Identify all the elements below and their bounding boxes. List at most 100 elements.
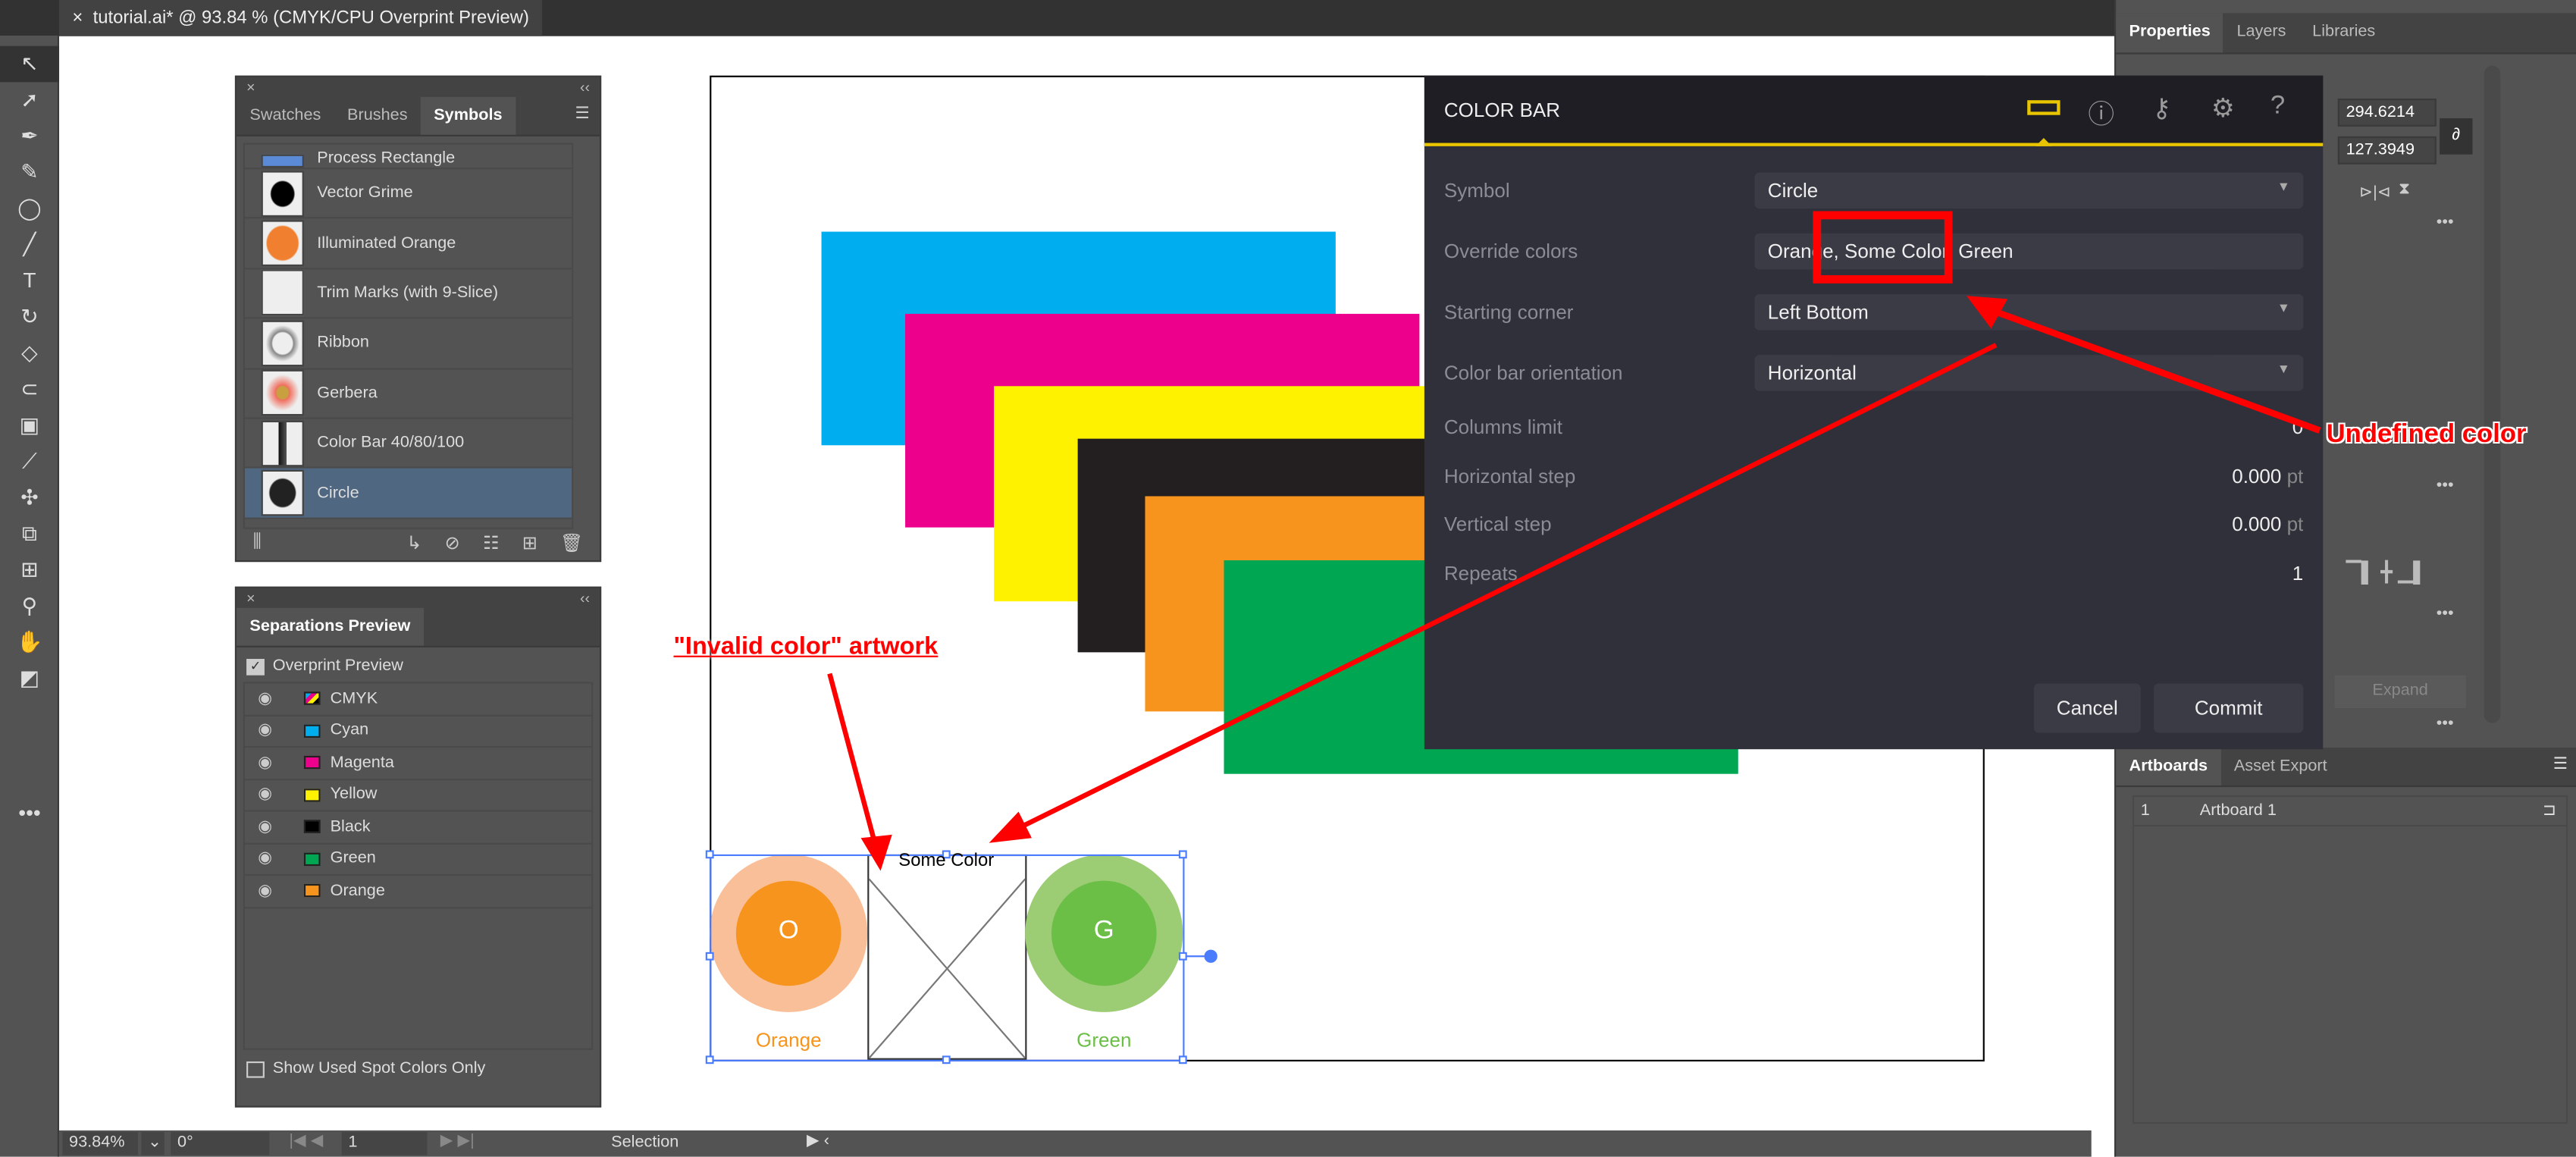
tab-properties[interactable]: Properties [2116,13,2224,53]
list-item[interactable]: Process Rectangle [244,145,572,170]
columns-limit-value[interactable]: 0 [2292,415,2304,439]
break-link-icon[interactable]: ⊘ [444,534,460,554]
status-menu-icon[interactable]: ▶ ‹ [807,1132,829,1150]
commit-button[interactable]: Commit [2154,683,2304,733]
eye-icon[interactable]: ◉ [258,689,273,708]
artboard-tool-icon[interactable]: ⊞ [20,557,39,582]
checkbox-checked-icon[interactable]: ✓ [246,657,265,675]
place-symbol-icon[interactable]: ↳ [406,534,422,554]
list-item[interactable]: Vector Grime [244,169,572,220]
color-bar-tab-icon[interactable] [2027,100,2060,115]
close-icon[interactable]: × [246,589,255,607]
list-item[interactable]: Trim Marks (with 9-Slice) [244,269,572,319]
panel-menu-icon[interactable]: ☰ [2552,755,2568,774]
new-symbol-icon[interactable]: ⊞ [522,534,537,554]
eyedropper-tool-icon[interactable]: ⟋ [22,448,37,474]
hand-tool-icon[interactable]: ✋ [16,629,43,654]
tab-swatches[interactable]: Swatches [249,106,321,125]
symbol-options-icon[interactable]: ☷ [482,534,500,554]
delete-icon[interactable]: 🗑 [560,534,584,554]
eye-icon[interactable]: ◉ [258,882,273,901]
flip-horizontal-icon[interactable]: ⊳|⊲ [2358,183,2391,202]
tab-libraries[interactable]: Libraries [2312,23,2376,42]
expand-button[interactable]: Expand [2334,675,2466,709]
more-options-icon[interactable]: ••• [2436,714,2454,733]
scrollbar[interactable] [2484,65,2501,723]
type-tool-icon[interactable]: T [23,268,36,293]
checkbox-unchecked-icon[interactable] [246,1060,265,1077]
list-item[interactable]: Illuminated Orange [244,219,572,269]
pen-tool-icon[interactable]: ✒ [20,123,39,149]
rotation-select[interactable]: 0° [171,1132,270,1155]
list-item-selected[interactable]: Circle [244,469,572,519]
eye-icon[interactable]: ◉ [258,754,273,772]
eye-icon[interactable]: ◉ [258,849,273,868]
panel-menu-icon[interactable]: ☰ [575,105,590,124]
constrain-link-icon[interactable]: ∂ [2440,118,2473,155]
artboard-number-select[interactable]: 1 [341,1132,428,1155]
tab-separations-preview[interactable]: Separations Preview [237,607,424,646]
separation-row-black[interactable]: ◉Black [244,812,592,844]
separation-row-orange[interactable]: ◉Orange [244,876,592,908]
info-icon[interactable]: ⓘ [2088,102,2115,130]
direct-selection-tool-icon[interactable]: ➚ [20,86,39,112]
eye-icon[interactable]: ◉ [258,721,273,740]
tab-layers[interactable]: Layers [2236,23,2286,42]
separation-row-yellow[interactable]: ◉Yellow [244,779,592,812]
shape-builder-icon[interactable]: ⧉ [21,520,38,546]
gradient-tool-icon[interactable]: ▣ [19,412,40,437]
more-options-icon[interactable]: ••• [2436,476,2454,495]
zoom-select[interactable]: 93.84% [62,1132,139,1155]
gear-icon[interactable]: ⚙ [2211,95,2236,124]
separation-row-magenta[interactable]: ◉Magenta [244,748,592,780]
overprint-preview-checkbox[interactable]: ✓ Overprint Preview [237,647,600,682]
lasso-tool-icon[interactable]: ⊂ [20,376,39,401]
list-item[interactable]: Color Bar 40/80/100 [244,419,572,469]
align-icons[interactable]: ▔▌ ╋ ▁▌ [2346,560,2427,584]
rotation-handle[interactable] [1204,949,1217,963]
close-icon[interactable]: × [72,8,83,28]
first-prev-artboard-icons[interactable]: |◀ ◀ [289,1132,324,1150]
list-item[interactable]: Gerbera [244,369,572,419]
eye-icon[interactable]: ◉ [258,817,273,836]
tab-asset-export[interactable]: Asset Export [2233,757,2327,776]
more-options-icon[interactable]: ••• [2436,213,2454,232]
horizontal-step-value[interactable]: 0.000 pt [2232,465,2304,488]
rotate-tool-icon[interactable]: ↻ [20,303,39,329]
collapse-icon[interactable]: ‹‹ [579,589,590,607]
zoom-tool-icon[interactable]: ⚲ [21,593,38,618]
tab-artboards[interactable]: Artboards [2116,748,2221,785]
symbol-select[interactable]: Circle▼ [1754,172,2304,209]
tab-brushes[interactable]: Brushes [347,106,408,125]
more-tools-icon[interactable]: ••• [18,800,41,825]
show-used-spot-colors-checkbox[interactable]: Show Used Spot Colors Only [237,1050,600,1088]
symbol-libraries-icon[interactable]: ⫼ [252,532,262,553]
close-icon[interactable]: × [246,79,255,96]
selection-tool-icon[interactable]: ↖ [0,45,60,83]
orientation-select[interactable]: Horizontal▼ [1754,355,2304,391]
starting-corner-select[interactable]: Left Bottom▼ [1754,293,2304,331]
separation-row-green[interactable]: ◉Green [244,844,592,876]
repeats-value[interactable]: 1 [2292,562,2304,585]
vertical-step-value[interactable]: 0.000 pt [2232,513,2304,536]
tab-symbols[interactable]: Symbols [420,96,516,135]
brush-tool-icon[interactable]: ╱ [23,231,36,257]
fill-stroke-icon[interactable]: ◩ [19,665,40,691]
cancel-button[interactable]: Cancel [2033,683,2141,733]
separation-row-cmyk[interactable]: ◉CMYK [244,684,592,716]
flip-vertical-icon[interactable]: ⧗ [2398,180,2411,199]
next-last-artboard-icons[interactable]: ▶ ▶| [440,1132,475,1150]
chevron-down-icon[interactable]: ⌄ [141,1132,165,1155]
height-input[interactable]: 127.3949 [2337,136,2437,165]
symbol-sprayer-icon[interactable]: ✣ [20,484,39,510]
list-item[interactable]: Ribbon [244,319,572,369]
key-icon[interactable]: ⚷ [2151,95,2172,124]
document-tab[interactable]: × tutorial.ai* @ 93.84 % (CMYK/CPU Overp… [59,0,543,36]
eye-icon[interactable]: ◉ [258,785,273,804]
more-options-icon[interactable]: ••• [2436,604,2454,623]
help-icon[interactable]: ? [2270,92,2286,121]
override-colors-input[interactable]: Orange, Some Color, Green [1754,233,2304,270]
curvature-tool-icon[interactable]: ✎ [20,159,39,184]
width-input[interactable]: 294.6214 [2337,99,2437,127]
